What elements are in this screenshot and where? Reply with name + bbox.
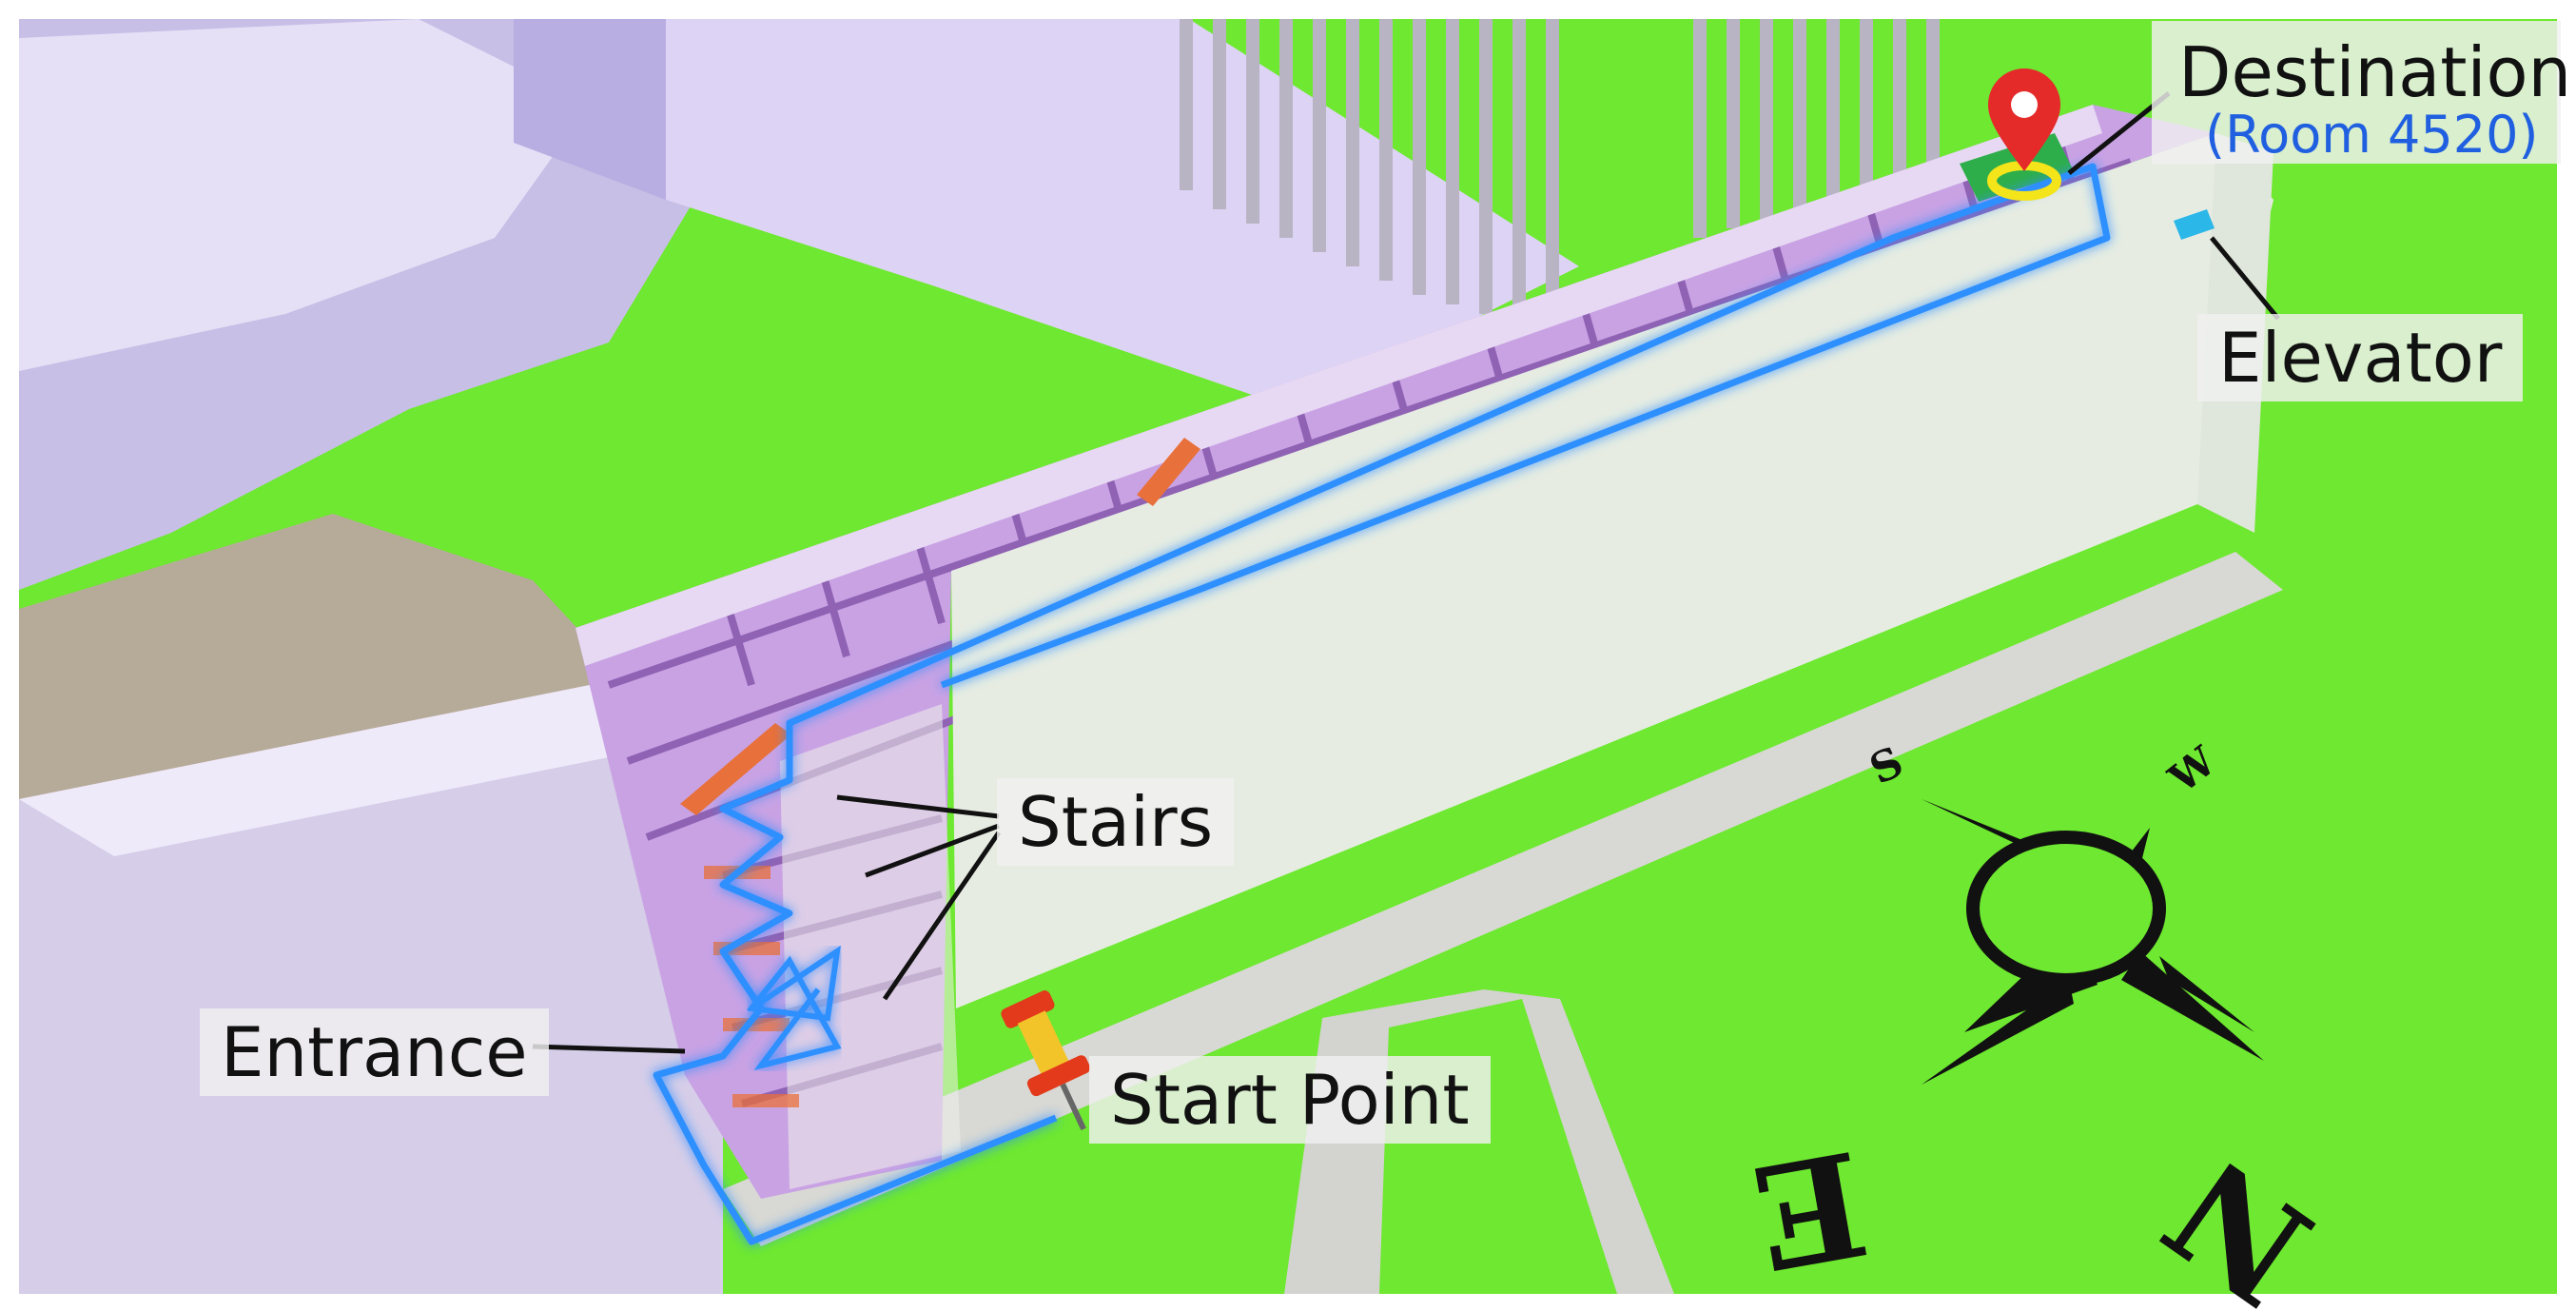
lower-left-building-top (19, 685, 685, 856)
stairs-tower-flights (704, 866, 799, 1107)
left-building-roof (19, 19, 590, 371)
start-point-label: Start Point (1089, 1056, 1491, 1144)
upper-building-front (514, 19, 666, 200)
stairs-label: Stairs (997, 778, 1235, 866)
navigation-route (653, 163, 2111, 1245)
elevator-label: Elevator (2197, 314, 2524, 401)
pushpin-icon (1001, 990, 1091, 1131)
building-floor (576, 105, 2216, 1199)
sidewalk-lower (1122, 989, 1674, 1294)
compass-ring (1966, 831, 2166, 987)
route-stair-loops (746, 945, 842, 1070)
stair-tower-facade (780, 704, 961, 1189)
stairs-lower (680, 723, 791, 815)
building-north-wall (576, 105, 2102, 666)
entrance-label: Entrance (200, 1008, 549, 1096)
fin-walls (1180, 19, 1940, 333)
destination-pin-dot (2011, 91, 2038, 118)
destination-label: Destination (2178, 32, 2572, 112)
stairs-upper (1137, 438, 1200, 506)
building-south-facade (951, 133, 2274, 1008)
compass-rose (1922, 799, 2264, 1085)
destination-room-label: (Room 4520) (2205, 105, 2539, 165)
elevator-block (2174, 209, 2215, 240)
destination-label-box (2152, 21, 2561, 164)
destination-pin-icon (1988, 68, 2060, 171)
